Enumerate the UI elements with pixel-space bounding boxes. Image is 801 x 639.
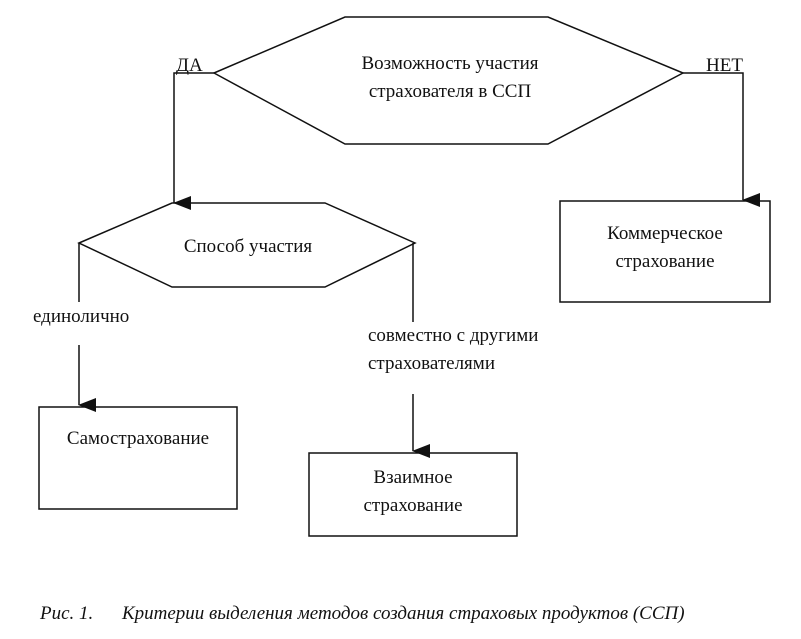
figure-caption: Рис. 1. Критерии выделения методов создан… <box>40 603 685 625</box>
commercial-line-1: Коммерческое <box>607 223 723 244</box>
mutual-line-1: Взаимное <box>373 467 453 488</box>
commercial-insurance-label: Коммерческое страхование <box>560 220 770 276</box>
decision-method-label: Способ участия <box>183 236 313 257</box>
figure-caption-text: Критерии выделения методов создания стра… <box>122 603 685 624</box>
joint-line-2: страхователями <box>368 353 495 374</box>
connector-no <box>683 72 760 207</box>
decision-participation-line-1: Возможность участия <box>361 53 539 74</box>
box-mutual-insurance <box>308 452 518 537</box>
decision-hexagon-method <box>77 202 417 288</box>
no-label: НЕТ <box>706 55 743 76</box>
self-insurance-label: Самострахование <box>66 428 210 449</box>
decision-participation-line-2: страхователя в ССП <box>368 81 532 102</box>
decision-participation-label: Возможность участия страхователя в ССП <box>330 50 570 106</box>
box-self-insurance <box>38 406 238 510</box>
joint-label: совместно с другими страхователями <box>368 322 538 378</box>
connector-yes <box>173 72 214 210</box>
figure-number: Рис. 1. <box>40 603 94 624</box>
yes-label: ДА <box>176 55 203 76</box>
solo-label: единолично <box>33 306 130 327</box>
mutual-line-2: страхование <box>363 495 463 516</box>
box-commercial-insurance <box>559 200 771 303</box>
commercial-line-2: страхование <box>615 251 715 272</box>
mutual-insurance-label: Взаимное страхование <box>309 464 517 520</box>
joint-line-1: совместно с другими <box>368 325 539 346</box>
